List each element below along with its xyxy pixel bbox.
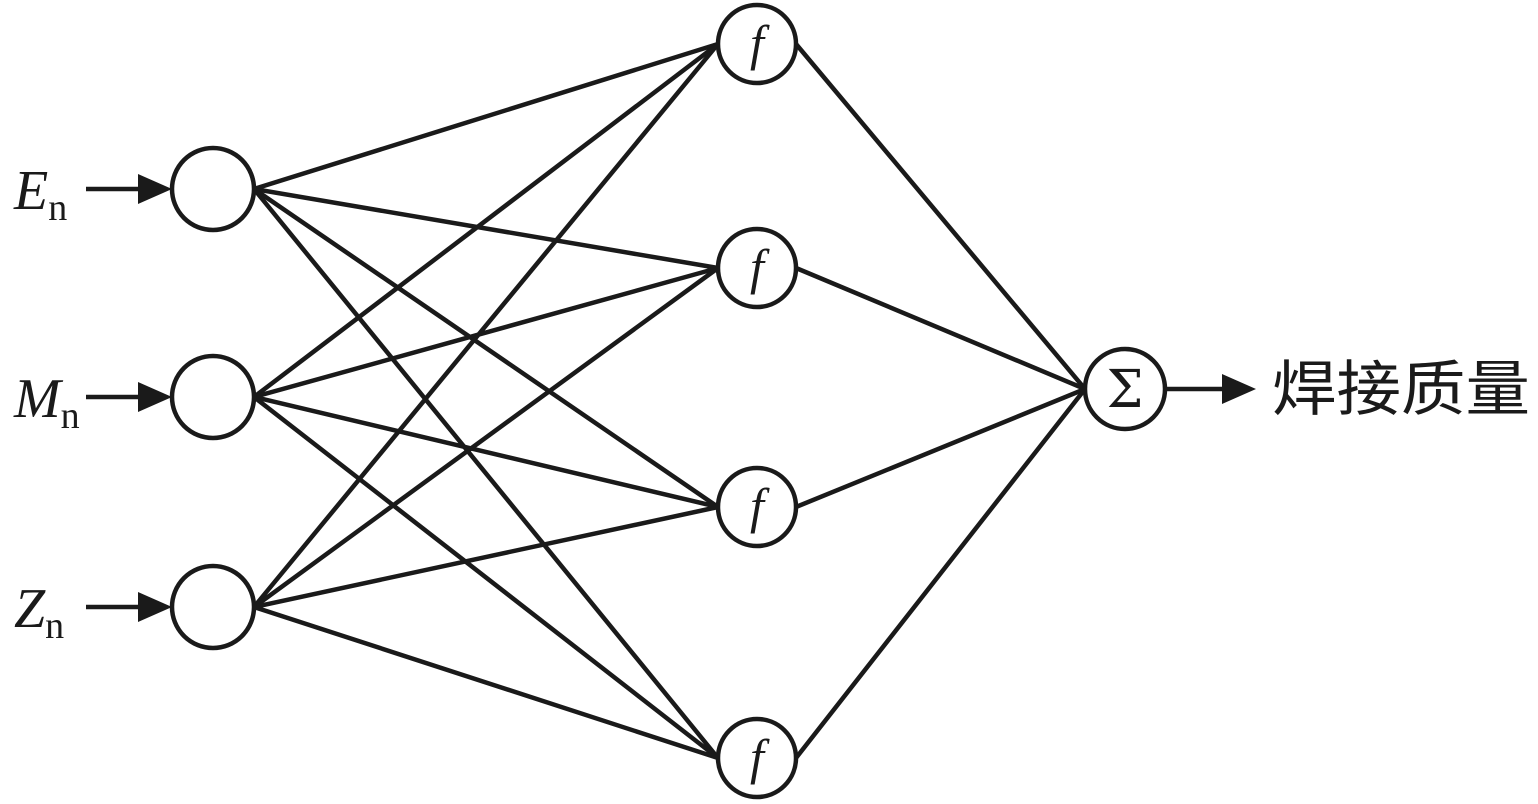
input-node-3 (169, 563, 257, 651)
edge-input-3-to-hidden-4 (251, 604, 721, 761)
input-label-sub-2: n (61, 395, 80, 437)
input-arrow-head-2 (138, 382, 172, 412)
edge-hidden-2-to-output (793, 265, 1088, 392)
edge-hidden-4-to-output (793, 386, 1088, 761)
input-label-3: Zn (14, 578, 64, 647)
connection-lines (251, 41, 1088, 761)
hidden-node-3 (715, 465, 799, 549)
output-node-sum-symbol: Σ (1107, 360, 1144, 420)
input-node-2 (169, 353, 257, 441)
edge-input-3-to-hidden-1 (251, 41, 721, 610)
input-label-var-1: E (13, 160, 48, 222)
input-label-1: En (13, 160, 67, 229)
nodes (169, 2, 1168, 800)
output-arrow-head (1222, 374, 1256, 404)
edge-input-2-to-hidden-2 (251, 265, 721, 400)
hidden-node-2 (715, 226, 799, 310)
edge-hidden-3-to-output (793, 386, 1088, 510)
edge-input-1-to-hidden-4 (251, 186, 721, 761)
hidden-node-1 (715, 2, 799, 86)
output-label: 焊接质量 (1272, 355, 1530, 425)
edge-hidden-1-to-output (793, 41, 1088, 392)
input-label-var-2: M (13, 368, 64, 430)
input-arrow-head-3 (138, 592, 172, 622)
input-label-sub-1: n (48, 187, 67, 229)
arrows (86, 174, 1256, 622)
input-label-2: Mn (13, 368, 80, 437)
input-label-var-3: Z (14, 578, 46, 640)
edge-input-2-to-hidden-4 (251, 394, 721, 761)
edge-input-1-to-hidden-3 (251, 186, 721, 510)
edge-input-3-to-hidden-3 (251, 504, 721, 610)
edge-input-2-to-hidden-3 (251, 394, 721, 510)
edge-input-1-to-hidden-1 (251, 41, 721, 192)
input-label-sub-3: n (45, 605, 64, 647)
input-arrow-head-1 (138, 174, 172, 204)
edge-input-3-to-hidden-2 (251, 265, 721, 610)
hidden-node-4 (715, 716, 799, 800)
output-node (1082, 346, 1168, 432)
edge-input-2-to-hidden-1 (251, 41, 721, 400)
input-node-1 (169, 145, 257, 233)
edge-input-1-to-hidden-2 (251, 186, 721, 271)
